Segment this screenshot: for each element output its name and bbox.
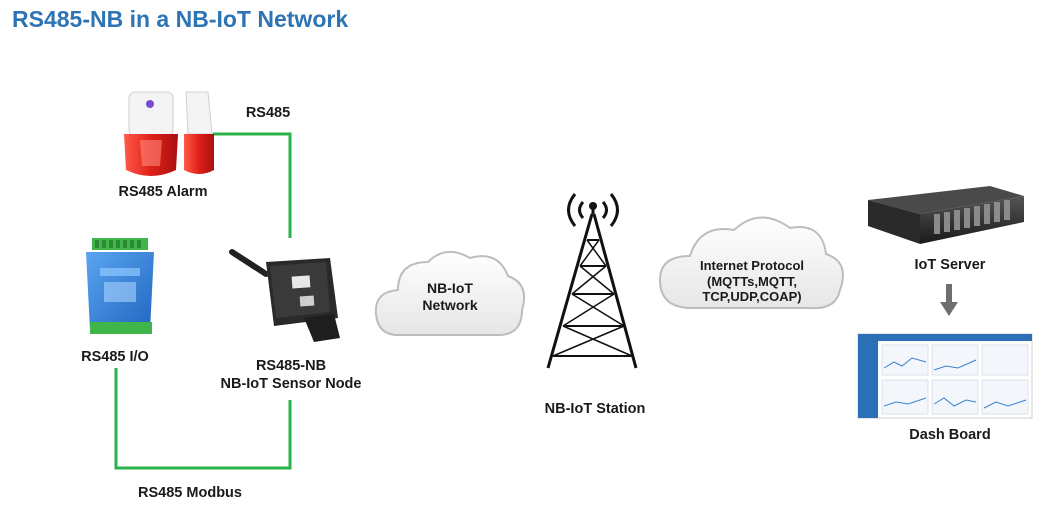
network-cloud-label-line1: NB-IoT	[427, 280, 473, 296]
cloud-icon	[658, 216, 844, 310]
server-label: IoT Server	[914, 257, 986, 273]
protocol-cloud-label: Internet Protocol (MQTTs,MQTT, TCP,UDP,C…	[672, 258, 832, 305]
din-rail-io-module-icon	[86, 238, 154, 334]
network-cloud-label-line2: Network	[422, 297, 478, 313]
rs485-link-line	[213, 132, 292, 238]
cell-tower-icon	[546, 193, 638, 369]
protocol-cloud-label-line2: (MQTTs,MQTT,	[706, 273, 798, 289]
sensor-node-label-line1: RS485-NB	[255, 358, 327, 374]
io-label: RS485 I/O	[81, 349, 149, 365]
cloud-icon	[374, 251, 526, 337]
sensor-node-with-antenna-icon	[229, 249, 340, 342]
sensor-node-label: RS485-NB NB-IoT Sensor Node	[196, 357, 386, 393]
rs485-link-label: RS485	[245, 105, 291, 121]
protocol-cloud-label-line3: TCP,UDP,COAP)	[702, 289, 802, 304]
network-cloud-label: NB-IoT Network	[400, 280, 500, 314]
page-title: RS485-NB in a NB-IoT Network	[12, 6, 349, 32]
station-label: NB-IoT Station	[544, 401, 646, 417]
dashboard-screen-icon	[857, 333, 1033, 419]
modbus-link-line	[114, 368, 292, 470]
siren-alarm-icon	[124, 91, 214, 176]
rack-server-icon	[868, 186, 1024, 244]
alarm-label: RS485 Alarm	[118, 184, 208, 200]
modbus-label: RS485 Modbus	[138, 485, 242, 501]
arrow-down-icon	[940, 284, 958, 316]
protocol-cloud-label-line1: Internet Protocol	[699, 258, 804, 273]
sensor-node-label-line2: NB-IoT Sensor Node	[220, 376, 362, 392]
dashboard-label: Dash Board	[909, 427, 991, 443]
